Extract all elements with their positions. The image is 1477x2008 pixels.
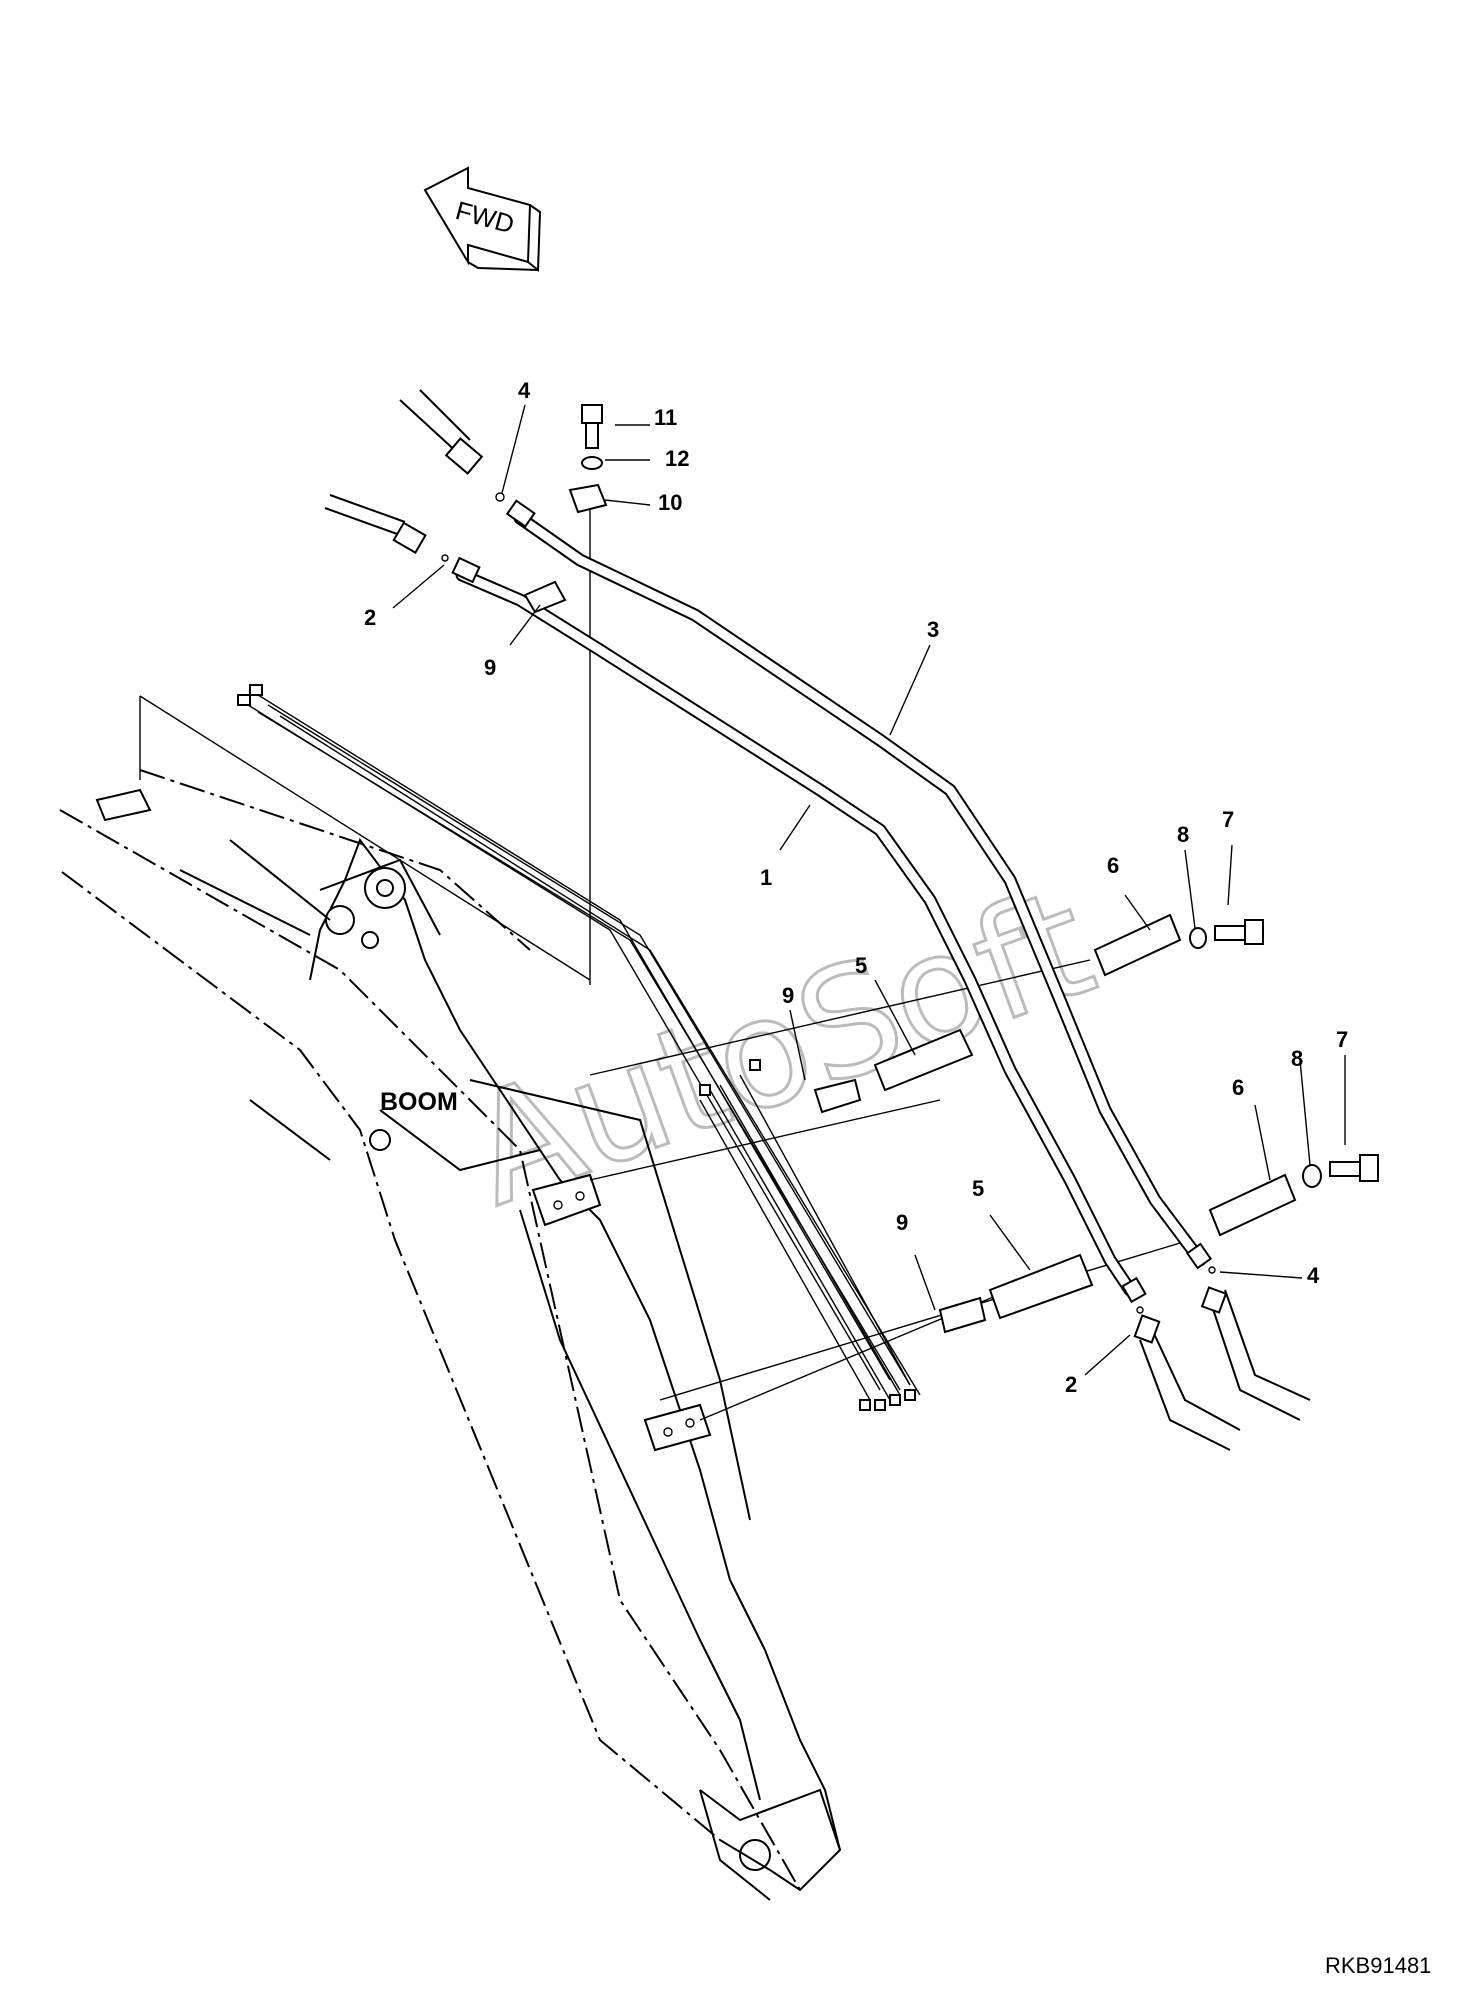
boom-outline (59, 695, 842, 1901)
drawing-id: RKB91481 (1325, 1953, 1431, 1978)
callout-6-upper: 6 (1107, 853, 1119, 878)
callout-2-bottom: 2 (1065, 1372, 1077, 1397)
callout-8-upper: 8 (1177, 822, 1189, 847)
callouts: 4 11 12 10 2 9 3 1 8 7 6 5 9 8 7 6 9 5 4… (364, 378, 1348, 1397)
callout-1: 1 (760, 865, 772, 890)
leader-lines (392, 404, 1346, 1376)
callout-3: 3 (927, 617, 939, 642)
callout-9-mid: 9 (782, 983, 794, 1008)
callout-10: 10 (658, 490, 682, 515)
callout-4-bottom: 4 (1307, 1263, 1320, 1288)
callout-5-upper: 5 (855, 953, 867, 978)
callout-12: 12 (665, 446, 689, 471)
clamp-assembly-upper (813, 913, 1264, 1114)
callout-2-top: 2 (364, 605, 376, 630)
hose-bundle (237, 684, 921, 1411)
fwd-label: FWD (452, 195, 517, 239)
boom-label: BOOM (380, 1088, 458, 1116)
forward-arrow-icon: FWD (423, 166, 542, 273)
callout-4-top: 4 (518, 378, 531, 403)
callout-8-lower: 8 (1291, 1046, 1303, 1071)
callout-11: 11 (654, 405, 677, 430)
callout-6-lower: 6 (1232, 1075, 1244, 1100)
callout-7-lower: 7 (1336, 1027, 1348, 1052)
callout-7-upper: 7 (1222, 807, 1234, 832)
clamp-assembly-lower (938, 1154, 1379, 1334)
callout-9-low: 9 (896, 1210, 908, 1235)
watermark: AutoSoft (449, 856, 1114, 1240)
callout-9-top: 9 (484, 655, 496, 680)
pipe-1 (451, 556, 1147, 1304)
pipe-3 (505, 499, 1213, 1270)
callout-5-lower: 5 (972, 1176, 984, 1201)
top-fittings (324, 389, 1311, 1451)
assembly-lines (589, 510, 1191, 1421)
